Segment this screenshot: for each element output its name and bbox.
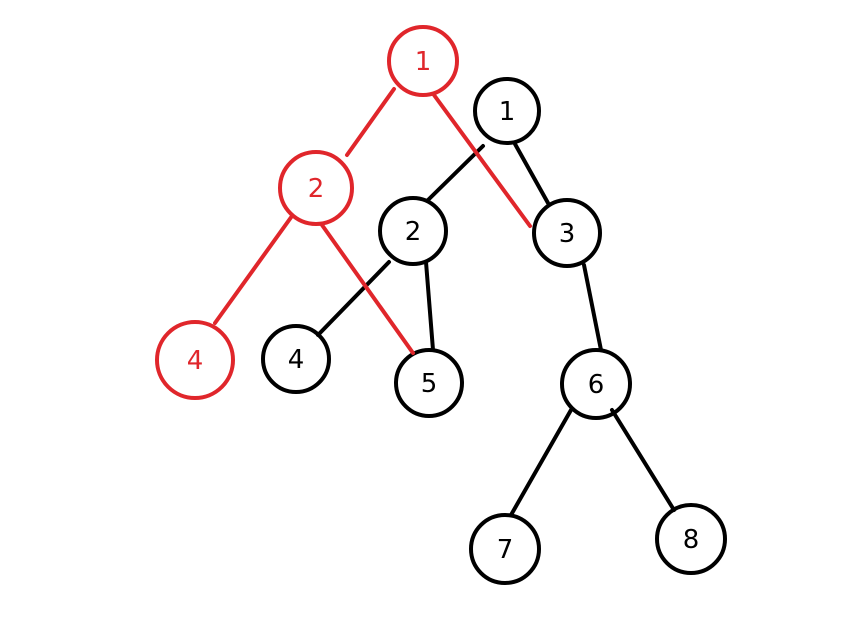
black-tree-edge-b1-b2 bbox=[426, 144, 485, 202]
red-tree-edge-r1-b3 bbox=[432, 93, 532, 228]
black-tree-node-label-b6: 6 bbox=[588, 370, 605, 400]
red-tree-node-r2 bbox=[278, 150, 354, 226]
black-tree-node-b5 bbox=[394, 348, 464, 418]
black-tree-edge-b1-b3 bbox=[513, 142, 550, 205]
black-tree-node-b8 bbox=[655, 503, 727, 575]
black-tree-node-b4 bbox=[261, 324, 331, 394]
black-tree-edge-b3-b6 bbox=[582, 263, 603, 352]
black-tree-node-label-b7: 7 bbox=[497, 535, 514, 565]
black-tree-edge-b2-b5 bbox=[424, 260, 435, 352]
black-tree-node-b2 bbox=[378, 196, 448, 266]
red-tree-node-r1 bbox=[387, 25, 459, 97]
black-tree-edge-b6-b7 bbox=[509, 408, 573, 517]
black-tree-edge-b2-b4 bbox=[316, 260, 391, 337]
black-tree-node-label-b2: 2 bbox=[405, 217, 422, 247]
black-tree-node-label-b5: 5 bbox=[421, 369, 438, 399]
red-tree-node-label-r4: 4 bbox=[187, 346, 204, 376]
black-tree-node-label-b3: 3 bbox=[559, 219, 576, 249]
black-tree-node-label-b4: 4 bbox=[288, 345, 305, 375]
black-tree-node-b7 bbox=[469, 513, 541, 585]
red-tree-edge-r2-b5 bbox=[320, 223, 415, 355]
red-tree-edge-r2-r4 bbox=[213, 214, 294, 325]
black-tree-node-b6 bbox=[560, 348, 632, 420]
red-tree-node-label-r2: 2 bbox=[308, 174, 325, 204]
red-tree-node-r4 bbox=[155, 320, 235, 400]
black-tree-node-b1 bbox=[473, 77, 541, 145]
black-tree-node-b3 bbox=[532, 198, 602, 268]
black-tree-node-label-b8: 8 bbox=[683, 525, 700, 555]
black-tree-node-label-b1: 1 bbox=[499, 97, 516, 127]
black-tree-edge-b6-b8 bbox=[610, 408, 676, 512]
red-tree-node-label-r1: 1 bbox=[415, 47, 432, 77]
red-tree-edge-r1-r2 bbox=[345, 87, 396, 157]
